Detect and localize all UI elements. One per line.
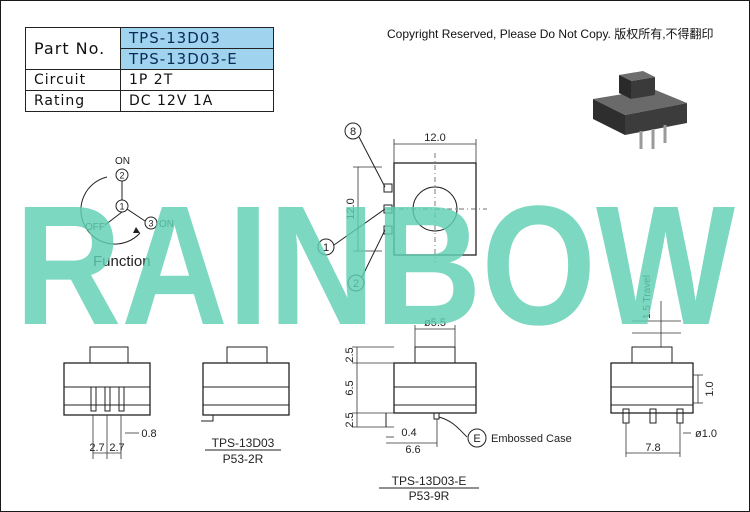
on-label: ON (115, 156, 130, 167)
top-width-dim: 12.0 (424, 132, 445, 144)
side-view-e: ø5.5 2.5 6.5 2.5 0.4 6.6 E Embossed Case… (344, 317, 572, 503)
terminal-1-num: 1 (119, 202, 124, 212)
top-view: 12.0 12.0 8 1 2 (317, 122, 487, 292)
circuit-label: Circuit (25, 69, 121, 91)
dim-1-0: 1.0 (704, 381, 716, 396)
pcb-view: 2.7 2.7 0.8 (63, 346, 157, 459)
dim-0-4: 0.4 (401, 427, 416, 439)
callout-1: 1 (323, 242, 329, 254)
part-number-2: TPS-13D03-E (120, 48, 274, 70)
pcb-dim-1: 2.7 (89, 442, 104, 454)
callout-2: 2 (353, 278, 359, 290)
rating-label: Rating (25, 90, 121, 112)
side-view-2r: TPS-13D03 P53-2R (201, 346, 290, 466)
function-title: Function (93, 253, 151, 270)
spec-table: Part No. TPS-13D03 TPS-13D03-E Circuit 1… (25, 27, 274, 112)
rainbow-watermark: RAINBOW (15, 171, 735, 361)
terminal-3-num: 3 (148, 219, 153, 229)
part-no-label: Part No. (25, 27, 121, 70)
code-2r: P53-2R (223, 452, 264, 466)
on3-label: ON (159, 219, 174, 230)
copyright-notice: Copyright Reserved, Please Do Not Copy. … (387, 27, 714, 41)
top-height-dim: 12.0 (345, 198, 357, 219)
dim-7-8: 7.8 (645, 442, 660, 454)
pcb-dim-3: 0.8 (141, 428, 156, 440)
travel-dim: 1.5 Travel (642, 275, 653, 319)
cap-diameter-dim: ø5.5 (424, 317, 446, 329)
dim-2-5-bottom: 2.5 (344, 412, 356, 427)
embossed-marker: E (473, 433, 480, 445)
pin-diameter-dim: ø1.0 (695, 428, 717, 440)
product-photo (593, 71, 687, 149)
pcb-dim-2: 2.7 (109, 442, 124, 454)
off-label: OFF (85, 222, 105, 233)
dim-6-5: 6.5 (344, 380, 356, 395)
embossed-case-label: Embossed Case (491, 433, 572, 445)
terminal-2-num: 2 (119, 171, 124, 181)
rating-value: DC 12V 1A (120, 90, 274, 112)
travel-view: 1.5 Travel 1.0 ø1.0 7.8 (610, 275, 717, 457)
function-diagram: 2 1 3 ON OFF ON Function (80, 156, 174, 270)
model-e: TPS-13D03-E (392, 474, 467, 488)
dim-2-5-top: 2.5 (344, 347, 356, 362)
code-e: P53-9R (409, 489, 450, 503)
model-2r: TPS-13D03 (212, 436, 275, 450)
callout-8: 8 (350, 126, 356, 138)
dim-6-6: 6.6 (405, 444, 420, 456)
terminal-3-circle (144, 216, 158, 230)
